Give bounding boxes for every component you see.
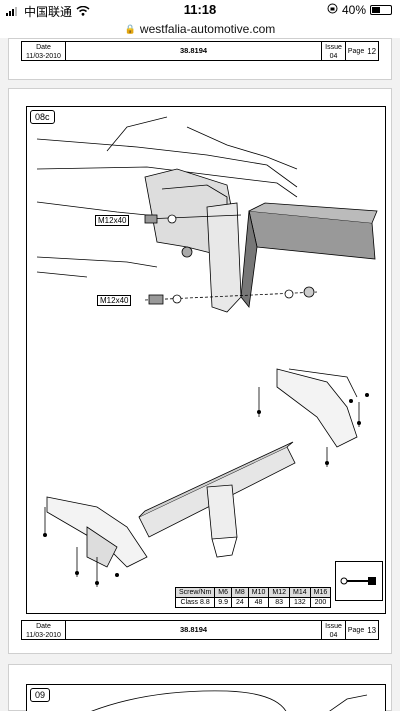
footer-date-value: 11/03-2010 <box>26 632 61 639</box>
footer-page-value: 13 <box>367 625 377 635</box>
torque-header-cell: M14 <box>289 587 311 598</box>
signal-icon <box>6 5 20 19</box>
torque-cell: 200 <box>309 597 332 608</box>
footer-page-label: Page <box>347 47 365 55</box>
footer-page-value: 12 <box>367 46 377 56</box>
torque-table-header: Screw/Nm M6 M8 M10 M12 M14 M16 <box>174 587 332 598</box>
wifi-icon <box>76 5 90 19</box>
bolt-axis <box>144 214 242 220</box>
bolt-head <box>144 214 158 224</box>
footer-doc-number: 38.8194 <box>179 46 208 55</box>
towbar-assembly-drawing <box>36 116 378 587</box>
tool-hint-box <box>335 561 383 601</box>
status-bar: 中国联通 11:18 40% <box>0 0 400 20</box>
bolt-label-lower: M12x40 <box>97 295 132 306</box>
footer-date-label: Date <box>36 623 51 630</box>
bolt-label-upper: M12x40 <box>95 215 130 226</box>
chassis-outline <box>36 271 88 278</box>
ball-mount-lower <box>211 536 238 558</box>
battery-percent: 40% <box>341 3 366 17</box>
nut <box>181 246 193 258</box>
bolt-axis <box>144 291 318 301</box>
torque-cell: 132 <box>289 597 311 608</box>
left-bracket <box>46 496 148 568</box>
torque-cell: 9.9 <box>214 597 233 608</box>
orientation-lock-icon <box>327 3 338 17</box>
torque-table: Screw/Nm M6 M8 M10 M12 M14 M16 Class 8.8… <box>174 587 332 608</box>
washer <box>172 294 182 304</box>
step-label: 08c <box>30 110 55 124</box>
status-right: 40% <box>327 3 392 17</box>
footer-issue-value: 04 <box>329 632 338 639</box>
footer-page-label: Page <box>347 626 365 634</box>
chassis-outline <box>36 166 298 198</box>
left-bracket-plate <box>86 526 118 568</box>
crossbar-tube-top <box>248 202 378 224</box>
footer-date-value: 11/03-2010 <box>26 53 61 60</box>
torque-header-cell: M8 <box>231 587 249 598</box>
crossbar-end <box>240 210 258 308</box>
address-bar[interactable]: 🔒 westfalia-automotive.com <box>0 20 400 38</box>
footer-date-cell: Date 11/03-2010 <box>22 42 66 60</box>
ball-mount <box>206 484 238 540</box>
chassis-outline <box>186 126 298 170</box>
torque-header-cell: Screw/Nm <box>174 587 216 598</box>
washer <box>284 289 294 299</box>
torque-cell: Class 8.8 <box>174 597 216 608</box>
torque-header-cell: M10 <box>247 587 270 598</box>
chassis-outline <box>106 116 168 152</box>
step-label: 09 <box>30 688 51 702</box>
page-12-footer: Date 11/03-2010 38.8194 Issue 04 Page 12 <box>21 41 379 61</box>
footer-doc-number: 38.8194 <box>179 625 208 634</box>
bracket-plate <box>206 202 242 313</box>
footer-issue-cell: Issue 04 <box>321 42 345 60</box>
nut <box>303 286 315 298</box>
clock: 11:18 <box>183 2 217 17</box>
torque-cell: 24 <box>231 597 249 608</box>
carrier-label: 中国联通 <box>24 5 73 19</box>
footer-issue-label: Issue <box>325 44 342 51</box>
next-drawing <box>91 690 368 711</box>
footer-issue-label: Issue <box>325 623 342 630</box>
footer-page-cell: Page 13 <box>345 621 378 639</box>
footer-issue-value: 04 <box>329 53 338 60</box>
instruction-frame-next: 09 <box>26 684 386 711</box>
washer <box>167 214 177 224</box>
towbar-crossbar-top <box>138 441 294 518</box>
chassis-outline <box>36 256 158 268</box>
lock-icon: 🔒 <box>124 23 136 34</box>
battery-icon <box>370 5 392 15</box>
chassis-outline <box>36 138 298 188</box>
footer-issue-cell: Issue 04 <box>321 621 345 639</box>
footer-page-cell: Page 12 <box>345 42 378 60</box>
status-left: 中国联通 <box>6 3 90 20</box>
torque-wrench-icon <box>340 577 376 585</box>
torque-cell: 48 <box>247 597 270 608</box>
footer-date-cell: Date 11/03-2010 <box>22 621 66 639</box>
right-bracket-edge <box>288 368 358 398</box>
torque-header-cell: M12 <box>268 587 290 598</box>
url-text: westfalia-automotive.com <box>139 22 276 36</box>
instruction-frame: 08c <box>26 106 386 614</box>
torque-header-cell: M16 <box>309 587 332 598</box>
right-bracket <box>276 368 358 448</box>
bolt-head <box>148 294 164 305</box>
footer-date-label: Date <box>36 44 51 51</box>
torque-cell: 83 <box>268 597 290 608</box>
page-13-footer: Date 11/03-2010 38.8194 Issue 04 Page 13 <box>21 620 379 640</box>
torque-table-row: Class 8.8 9.9 24 48 83 132 200 <box>174 597 332 608</box>
torque-header-cell: M6 <box>214 587 233 598</box>
